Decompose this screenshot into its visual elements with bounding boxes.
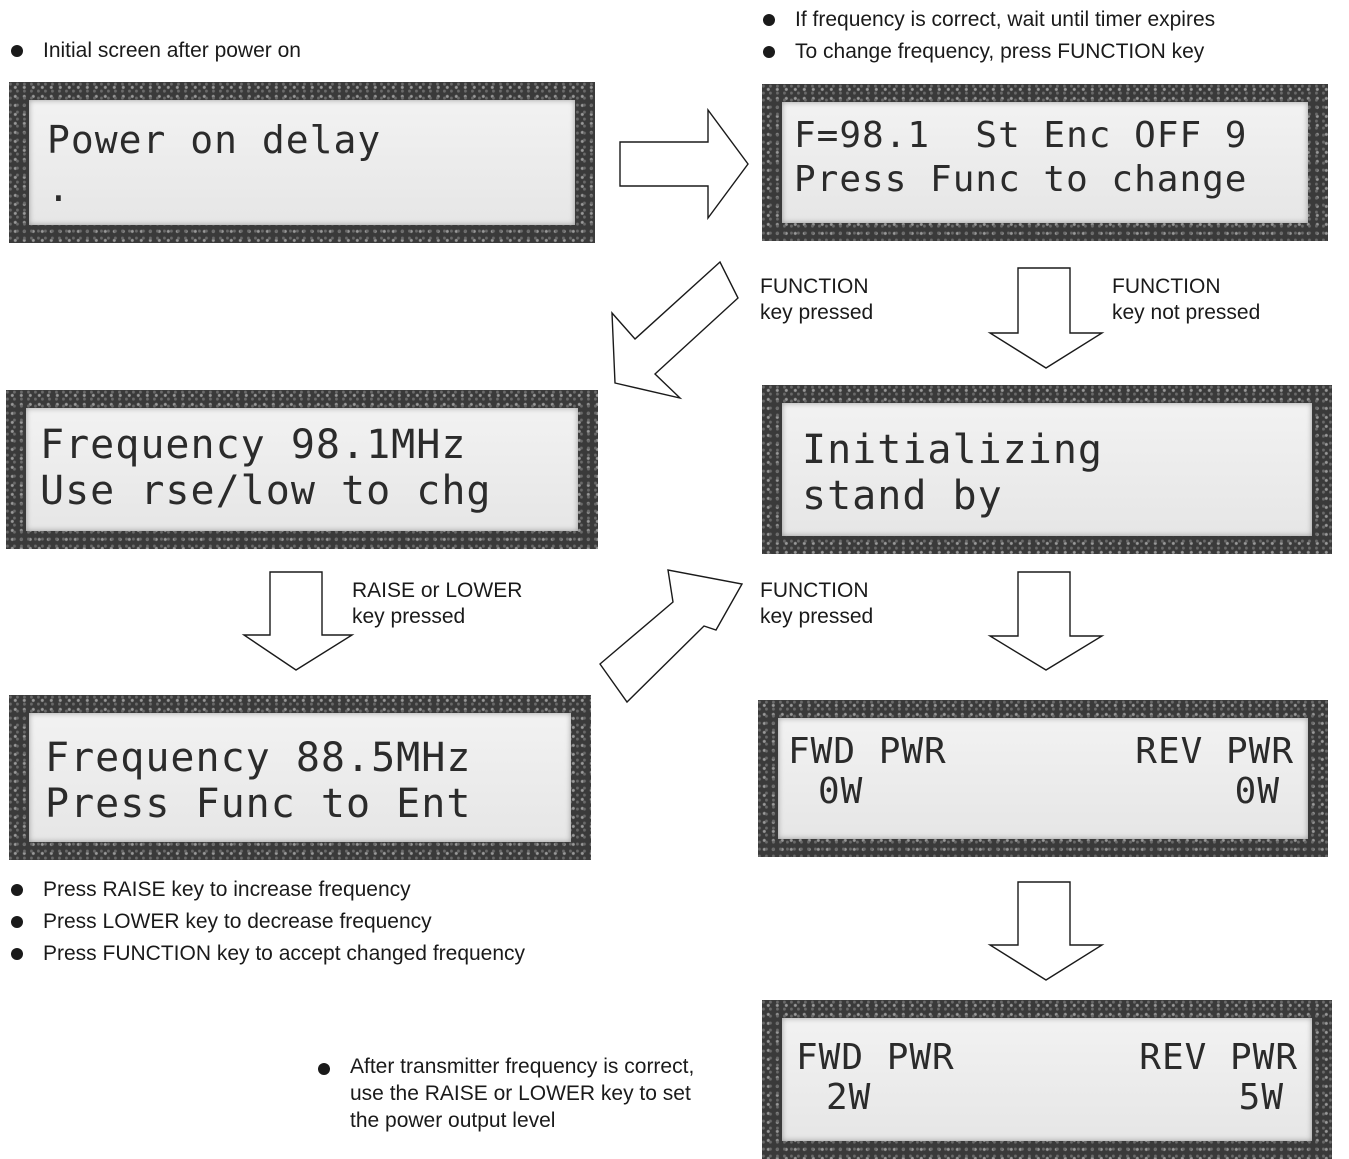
note-initial: Initial screen after power on — [8, 35, 301, 67]
lcd-frequency-enter: Frequency 88.5MHz Press Func to Ent — [9, 695, 591, 860]
lcd-power-set-rev-value: 5W — [1238, 1077, 1284, 1118]
lcd-frequency-set: Frequency 98.1MHz Use rse/low to chg — [6, 390, 598, 549]
note-raise-lower: Press RAISE key to increase frequency Pr… — [8, 874, 525, 970]
note-power-line-3: the power output level — [350, 1109, 556, 1132]
lcd-power-zero-rev-label: REV PWR — [1135, 731, 1294, 772]
lcd-initializing-line2: stand by — [802, 473, 1003, 519]
note-raise: Press RAISE key to increase frequency — [8, 874, 525, 906]
label-function-pressed-top-l2: key pressed — [760, 301, 874, 324]
lcd-power-set-fwd-value: 2W — [826, 1077, 872, 1118]
note-power-line-1: After transmitter frequency is correct, — [315, 1053, 694, 1080]
label-function-not-pressed-l2: key not pressed — [1112, 301, 1261, 324]
arrow-down-icon-2 — [241, 571, 355, 671]
label-function-pressed-mid: FUNCTION key pressed — [760, 578, 873, 630]
lcd-power-zero-fwd-label: FWD PWR — [788, 731, 947, 772]
arrow-right-icon — [619, 107, 749, 221]
lcd-frequency-set-line2: Use rse/low to chg — [40, 468, 492, 514]
label-raise-lower-pressed: RAISE or LOWER key pressed — [352, 578, 522, 630]
lcd-frequency-enter-line1: Frequency 88.5MHz — [45, 735, 472, 781]
note-wait-timer: If frequency is correct, wait until time… — [760, 4, 1215, 36]
lcd-status-line1: F=98.1 St Enc OFF 9 — [794, 115, 1248, 156]
lcd-frequency-set-line1: Frequency 98.1MHz — [40, 422, 467, 468]
label-raise-lower-l1: RAISE or LOWER — [352, 579, 523, 602]
lcd-power-zero-rev-value: 0W — [1234, 771, 1280, 812]
note-accept: Press FUNCTION key to accept changed fre… — [8, 938, 525, 970]
note-lower: Press LOWER key to decrease frequency — [8, 906, 525, 938]
lcd-power-zero: FWD PWR REV PWR 0W 0W — [758, 700, 1328, 857]
note-initial-text: Initial screen after power on — [8, 35, 301, 67]
lcd-power-zero-fwd-value: 0W — [818, 771, 864, 812]
lcd-frequency-enter-line2: Press Func to Ent — [45, 781, 472, 827]
note-top-right: If frequency is correct, wait until time… — [760, 4, 1215, 68]
lcd-status-line2: Press Func to change — [794, 159, 1248, 200]
arrow-diagonal-down-left-icon — [611, 260, 739, 400]
arrow-down-icon-3 — [987, 571, 1105, 671]
lcd-power-set-rev-label: REV PWR — [1139, 1037, 1298, 1078]
arrow-down-icon-4 — [987, 881, 1105, 981]
lcd-power-on-line2: . — [47, 166, 71, 210]
label-function-pressed-top-l1: FUNCTION — [760, 275, 869, 298]
label-function-not-pressed: FUNCTION key not pressed — [1112, 274, 1260, 326]
note-change-frequency: To change frequency, press FUNCTION key — [760, 36, 1215, 68]
note-power-line-2: use the RAISE or LOWER key to set — [350, 1082, 691, 1105]
label-function-not-pressed-l1: FUNCTION — [1112, 275, 1221, 298]
lcd-initializing-line1: Initializing — [802, 427, 1103, 473]
arrow-diagonal-up-right-icon — [599, 569, 744, 704]
note-power-level: After transmitter frequency is correct, … — [315, 1053, 694, 1134]
label-function-pressed-mid-l2: key pressed — [760, 605, 874, 628]
label-function-pressed-top: FUNCTION key pressed — [760, 274, 873, 326]
arrow-down-icon-1 — [987, 267, 1105, 369]
lcd-power-on-line1: Power on delay — [47, 118, 382, 162]
lcd-power-on-delay: Power on delay . — [9, 82, 595, 243]
lcd-status: F=98.1 St Enc OFF 9 Press Func to change — [762, 84, 1328, 241]
lcd-initializing: Initializing stand by — [762, 385, 1332, 554]
lcd-power-set: FWD PWR REV PWR 2W 5W — [762, 1000, 1332, 1159]
lcd-power-set-fwd-label: FWD PWR — [796, 1037, 955, 1078]
label-function-pressed-mid-l1: FUNCTION — [760, 579, 869, 602]
label-raise-lower-l2: key pressed — [352, 605, 466, 628]
